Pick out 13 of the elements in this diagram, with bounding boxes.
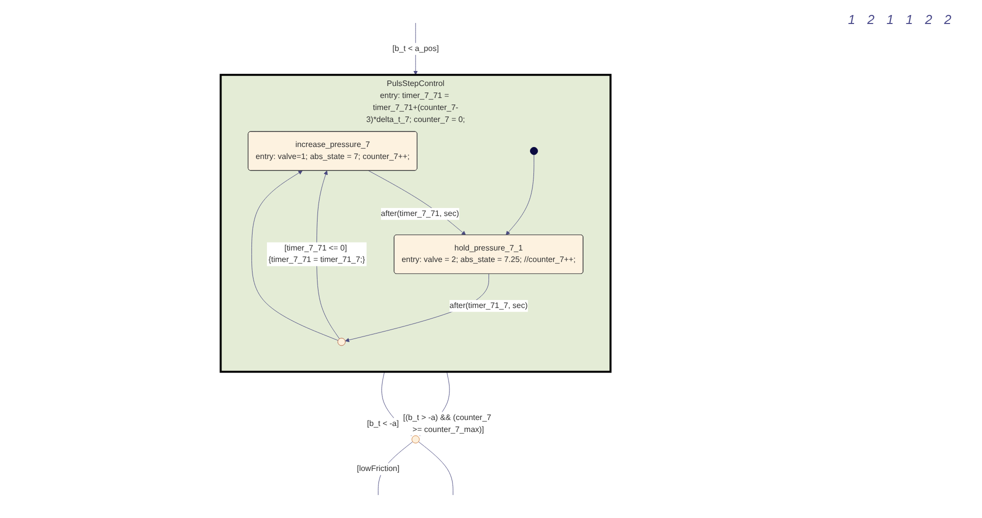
priority-number: 2 (924, 12, 932, 27)
priority-number: 1 (906, 12, 913, 27)
arrow (252, 170, 339, 341)
arrow (368, 170, 466, 236)
priority-number: 1 (848, 12, 856, 27)
connector (418, 441, 454, 496)
priority-number: 2 (867, 12, 874, 27)
arrow (506, 154, 535, 236)
priority-number: 2 (944, 12, 952, 27)
node-circle (530, 146, 538, 155)
priority-number: 1 (886, 12, 894, 27)
node-circle (338, 338, 346, 346)
node-circle (412, 435, 420, 444)
